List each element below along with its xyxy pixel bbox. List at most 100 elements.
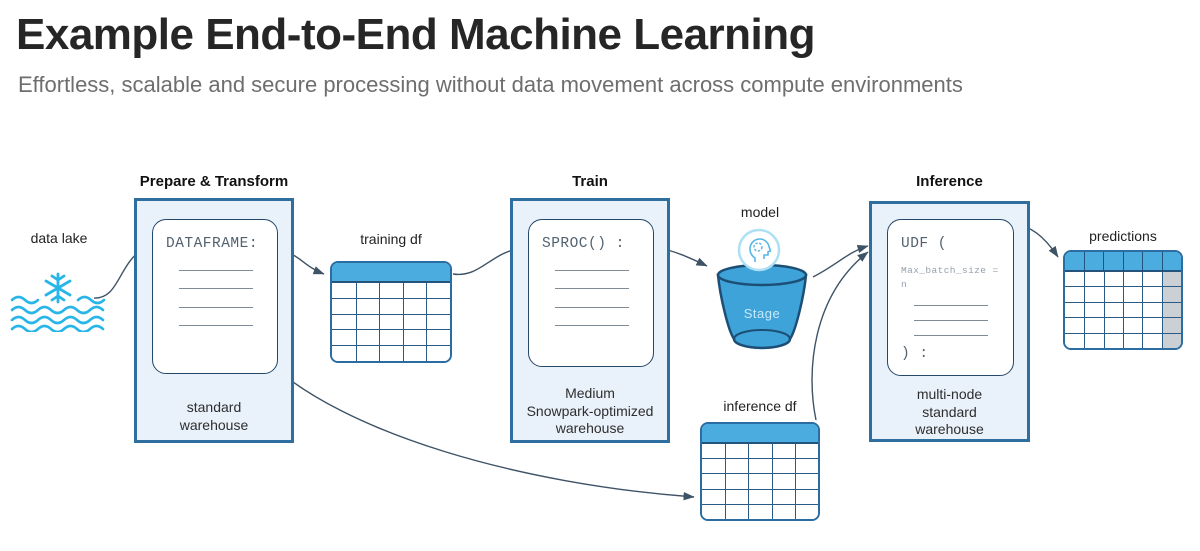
table-cell — [748, 444, 772, 459]
table-cell — [1161, 332, 1181, 348]
table-cell — [748, 488, 772, 504]
section-title-prepare: Prepare & Transform — [139, 173, 289, 190]
code-blank-lines — [914, 304, 1013, 336]
code-blank-lines — [555, 269, 653, 326]
table-cell — [402, 297, 427, 314]
inference-df-table — [700, 422, 820, 521]
prepare-warehouse-label: standard warehouse — [179, 399, 249, 433]
train-sproc-card: SPROC() : — [528, 219, 654, 367]
table-cell — [1123, 286, 1143, 302]
table-cell — [1065, 332, 1085, 348]
table-cell — [1142, 332, 1162, 348]
table-cell — [1084, 272, 1104, 287]
table-cell — [355, 313, 380, 330]
table-cell — [1123, 317, 1143, 333]
data-lake-label: data lake — [30, 230, 88, 246]
table-cell — [794, 473, 818, 489]
table-cell — [379, 345, 403, 361]
table-cell — [426, 283, 450, 298]
table-cell — [702, 503, 726, 519]
table-cell — [355, 297, 380, 314]
table-cell — [725, 488, 749, 504]
udf-code-open: UDF ( — [901, 236, 948, 252]
arrow-inferencedf-to-inference — [811, 251, 869, 421]
table-cell — [1103, 286, 1123, 302]
page-subtitle: Effortless, scalable and secure processi… — [18, 72, 963, 97]
table-cell — [1142, 286, 1162, 302]
table-cell — [402, 345, 427, 361]
table-cell — [426, 329, 450, 346]
inference-warehouse-label: multi-node standard warehouse — [915, 386, 984, 437]
table-cell — [748, 458, 772, 474]
table-cell — [702, 473, 726, 489]
table-cell — [771, 503, 795, 519]
predictions-table — [1063, 250, 1183, 350]
table-cell — [1084, 317, 1104, 333]
inference-df-label: inference df — [723, 398, 797, 414]
table-cell — [402, 283, 427, 298]
table-cell — [332, 297, 356, 314]
table-cell — [748, 503, 772, 519]
arrow-stage-to-inference — [812, 244, 869, 278]
table-cell — [771, 473, 795, 489]
table-header-cell — [1124, 252, 1143, 270]
table-cell — [379, 297, 403, 314]
table-body-grid — [332, 283, 450, 361]
table-cell — [1161, 317, 1181, 333]
table-cell — [702, 488, 726, 504]
table-cell — [1084, 301, 1104, 318]
table-cell — [1065, 301, 1085, 318]
table-cell — [1161, 272, 1181, 287]
table-cell — [426, 313, 450, 330]
table-body-grid — [702, 444, 818, 519]
table-cell — [725, 503, 749, 519]
sproc-code-label: SPROC() : — [542, 236, 625, 252]
table-cell — [332, 313, 356, 330]
table-cell — [1142, 272, 1162, 287]
table-cell — [1161, 286, 1181, 302]
table-cell — [355, 345, 380, 361]
training-df-table — [330, 261, 452, 363]
train-warehouse-label: Medium Snowpark-optimized warehouse — [526, 385, 654, 436]
table-header-cell — [1104, 252, 1124, 270]
prepare-warehouse-box: DATAFRAME: standard warehouse — [134, 198, 294, 443]
table-header-cell — [1065, 252, 1085, 270]
table-cell — [402, 313, 427, 330]
stage-label: Stage — [743, 306, 781, 321]
page-title: Example End-to-End Machine Learning — [16, 10, 816, 59]
table-cell — [1103, 317, 1123, 333]
table-cell — [1103, 301, 1123, 318]
predictions-label: predictions — [1089, 228, 1157, 244]
udf-code-close: ) : — [901, 345, 929, 362]
table-cell — [771, 488, 795, 504]
model-label: model — [740, 204, 780, 220]
table-cell — [702, 458, 726, 474]
model-head-icon — [737, 228, 781, 272]
table-cell — [332, 329, 356, 346]
table-cell — [1123, 272, 1143, 287]
table-cell — [426, 345, 450, 361]
table-header-cell — [1143, 252, 1163, 270]
table-header-bar — [702, 424, 818, 444]
table-cell — [794, 444, 818, 459]
table-cell — [1103, 332, 1123, 348]
table-body-grid — [1065, 272, 1181, 348]
table-cell — [1142, 317, 1162, 333]
table-cell — [1142, 301, 1162, 318]
prepare-dataframe-card: DATAFRAME: — [152, 219, 278, 374]
table-cell — [1103, 272, 1123, 287]
inference-udf-card: UDF ( Max_batch_size = n ) : — [887, 219, 1014, 376]
table-cell — [379, 283, 403, 298]
table-cell — [426, 297, 450, 314]
table-cell — [1065, 272, 1085, 287]
table-cell — [702, 444, 726, 459]
train-warehouse-box: SPROC() : Medium Snowpark-optimized ware… — [510, 198, 670, 443]
table-cell — [771, 458, 795, 474]
table-cell — [794, 488, 818, 504]
section-title-inference: Inference — [916, 173, 983, 190]
inference-warehouse-box: UDF ( Max_batch_size = n ) : multi-node … — [869, 201, 1030, 442]
table-cell — [379, 329, 403, 346]
table-cell — [402, 329, 427, 346]
table-cell — [1065, 317, 1085, 333]
